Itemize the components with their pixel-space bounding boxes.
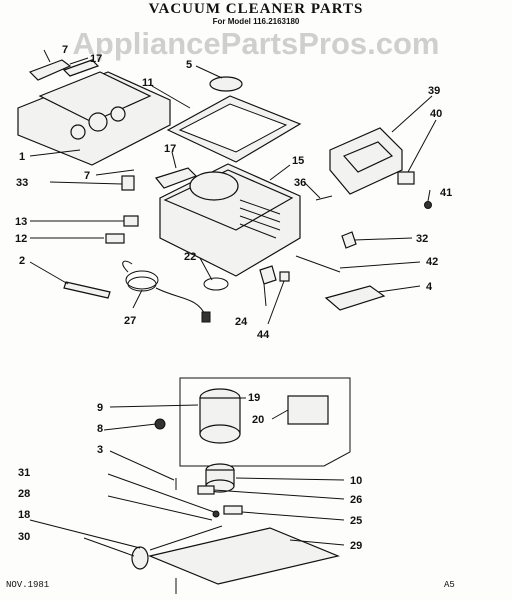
callout-33: 33 <box>16 177 28 189</box>
page-code: A5 <box>444 580 455 590</box>
bag-door-part[interactable] <box>329 127 403 195</box>
axle-rod-part[interactable] <box>149 525 223 551</box>
motor-assembly-box <box>179 377 351 467</box>
watermark-text: AppliancePartsPros.com <box>72 26 440 61</box>
housing-part[interactable] <box>159 163 301 277</box>
callout-29: 29 <box>350 540 362 552</box>
callout-labels: 1 2 3 4 5 7 7 8 9 10 11 12 13 15 17 17 1… <box>15 44 452 552</box>
retainer-part[interactable] <box>223 505 243 515</box>
base-plate-part[interactable] <box>148 527 340 585</box>
callout-32: 32 <box>416 233 428 245</box>
callout-5: 5 <box>186 59 192 71</box>
callout-7-lower: 7 <box>84 170 90 182</box>
callout-41: 41 <box>440 187 452 199</box>
callout-28: 28 <box>18 488 30 500</box>
callout-12: 12 <box>15 233 27 245</box>
callout-7-top: 7 <box>62 44 68 56</box>
bracket-bar-part[interactable] <box>63 281 111 299</box>
callout-40: 40 <box>430 108 442 120</box>
callout-42: 42 <box>426 256 438 268</box>
latch-part-lower[interactable] <box>154 167 198 189</box>
motor-part[interactable] <box>199 388 241 444</box>
callout-1: 1 <box>19 151 25 163</box>
diagram-title: VACUUM CLEANER PARTS <box>148 1 364 17</box>
wheel-part[interactable] <box>131 546 149 570</box>
clamp-part[interactable] <box>197 485 215 495</box>
clip-part[interactable] <box>123 215 139 227</box>
screw-part[interactable] <box>315 195 333 201</box>
hinge-part[interactable] <box>397 171 415 185</box>
screw-31-part[interactable] <box>212 510 220 518</box>
callout-2: 2 <box>19 255 25 267</box>
callout-22: 22 <box>184 251 196 263</box>
filter-disc-part[interactable] <box>209 76 243 92</box>
top-cover-part[interactable] <box>17 71 171 166</box>
bracket-part[interactable] <box>121 175 135 191</box>
spring-part[interactable] <box>295 255 341 273</box>
rivet-part[interactable] <box>424 201 432 209</box>
callout-31: 31 <box>18 467 30 479</box>
callout-3: 3 <box>97 444 103 456</box>
callout-19: 19 <box>248 392 260 404</box>
gasket-frame-part[interactable] <box>166 95 302 163</box>
callout-17-lower: 17 <box>164 143 176 155</box>
callout-13: 13 <box>15 216 27 228</box>
callout-18: 18 <box>18 509 30 521</box>
callout-11: 11 <box>142 77 154 89</box>
bushing-part[interactable] <box>154 418 166 430</box>
model-number: For Model 116.2163180 <box>212 17 300 26</box>
callout-36: 36 <box>294 177 306 189</box>
callout-17-top: 17 <box>90 53 102 65</box>
callout-15: 15 <box>292 155 304 167</box>
callout-24: 24 <box>235 316 248 328</box>
brush-kit-part[interactable] <box>287 395 329 425</box>
callout-8: 8 <box>97 423 103 435</box>
callout-9: 9 <box>97 402 103 414</box>
o-ring-part[interactable] <box>203 277 229 291</box>
switch-part[interactable] <box>259 265 277 285</box>
power-cord-part[interactable] <box>122 260 211 323</box>
callout-44: 44 <box>257 329 270 341</box>
callout-30: 30 <box>18 531 30 543</box>
callout-26: 26 <box>350 494 362 506</box>
block-part[interactable] <box>105 233 125 244</box>
latch-part[interactable] <box>28 49 100 81</box>
leader-lines <box>29 57 437 557</box>
callout-25: 25 <box>350 515 362 527</box>
knob-part[interactable] <box>279 271 290 282</box>
callout-10: 10 <box>350 475 362 487</box>
callout-20: 20 <box>252 414 264 426</box>
revision-date: NOV.1981 <box>6 580 50 590</box>
callout-4: 4 <box>426 281 433 293</box>
handle-part[interactable] <box>324 285 386 311</box>
pin-part[interactable] <box>341 231 357 249</box>
callout-27: 27 <box>124 315 136 327</box>
callout-39: 39 <box>428 85 440 97</box>
